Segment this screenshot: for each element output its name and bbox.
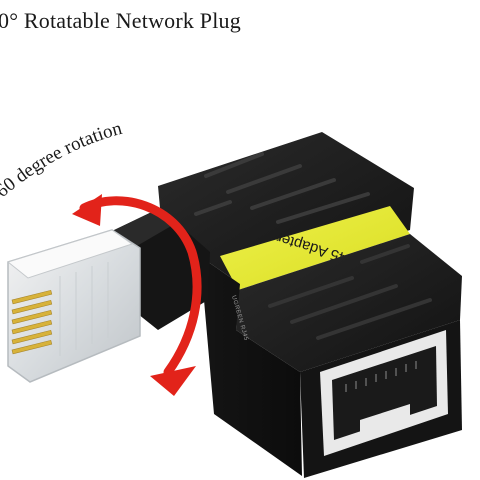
rotation-arrow-icon <box>72 194 202 396</box>
rj45-jack-opening <box>332 346 437 440</box>
rj45-adapter: RJ45 Adapter UGREEN RJ45 <box>110 132 462 478</box>
adapter-front-ridges <box>268 244 432 340</box>
adapter-label-band <box>220 206 410 290</box>
rotation-label: 60 degree rotation <box>0 118 125 202</box>
rj45-plug-top <box>6 229 134 279</box>
adapter-top-ridges <box>194 152 370 224</box>
product-headline: 0° Rotatable Network Plug <box>0 8 241 33</box>
rj45-jack-contacts <box>345 361 417 392</box>
rj45-jack-notch <box>360 404 410 434</box>
rotation-label-text: 60 degree rotation <box>0 118 125 202</box>
rj45-plug <box>6 229 141 383</box>
rj45-plug-ribs <box>59 262 109 356</box>
rj45-plug-contacts <box>11 289 53 355</box>
